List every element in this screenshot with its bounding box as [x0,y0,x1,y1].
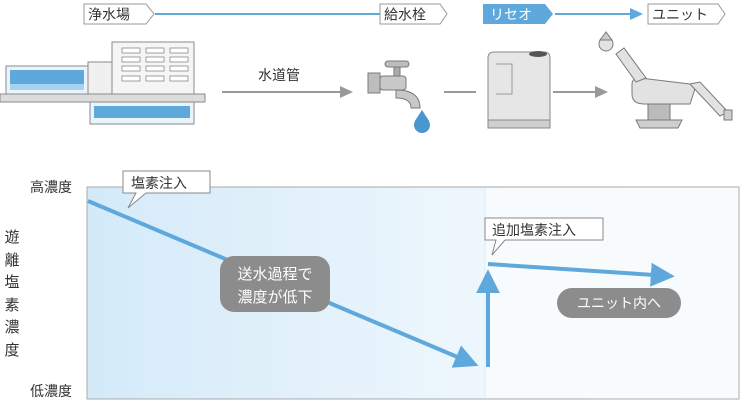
y-axis-char-6: 度 [4,340,20,359]
dental-unit-chair-icon [598,31,733,129]
y-axis-char-2: 離 [4,250,20,269]
callout-add-chlorine-inject: 追加塩素注入 [484,217,604,256]
stage-box-water-plant [83,3,155,25]
note-decrease-line1: 送水過程で [237,265,312,283]
y-axis-char-3: 塩 [4,273,20,291]
device-to-unit-arrow [553,86,608,98]
faucet-icon [367,60,421,109]
y-axis-title: 遊 離 塩 素 濃 度 [4,226,20,361]
callout-chlorine-inject: 塩素注入 [122,170,211,209]
stage-label-water-plant: 浄水場 [88,8,130,24]
pipe-label: 水道管 [258,68,300,84]
stage-box-reseo [483,4,553,24]
pipe-arrow [222,86,353,98]
note-decrease-line2: 濃度が低下 [237,288,312,306]
stage-box-faucet [379,3,448,25]
callout-add-inject-text: 追加塩素注入 [492,223,576,239]
y-axis-char-1: 遊 [4,228,20,246]
note-pill-unit: ユニット内へ [557,288,681,318]
flow-timeline: 浄水場 給水栓 リセオ ユニット [83,3,726,25]
water-treatment-plant-icon [0,41,206,125]
callout-inject-text: 塩素注入 [131,176,187,192]
note-unit-text: ユニット内へ [577,296,661,312]
stage-label-reseo: リセオ [490,8,532,24]
y-label-high: 高濃度 [30,180,72,196]
water-drop-icon [414,110,430,133]
unit-line [487,262,675,287]
y-label-low: 低濃度 [30,384,72,400]
note-pill-decrease: 送水過程で 濃度が低下 [220,256,330,312]
reseo-device-icon [487,51,551,129]
stage-label-faucet: 給水栓 [384,8,426,24]
y-axis-char-4: 素 [4,295,20,314]
stage-label-unit: ユニット [652,8,708,24]
stage-box-unit [647,3,726,25]
y-axis-char-5: 濃 [4,318,20,336]
